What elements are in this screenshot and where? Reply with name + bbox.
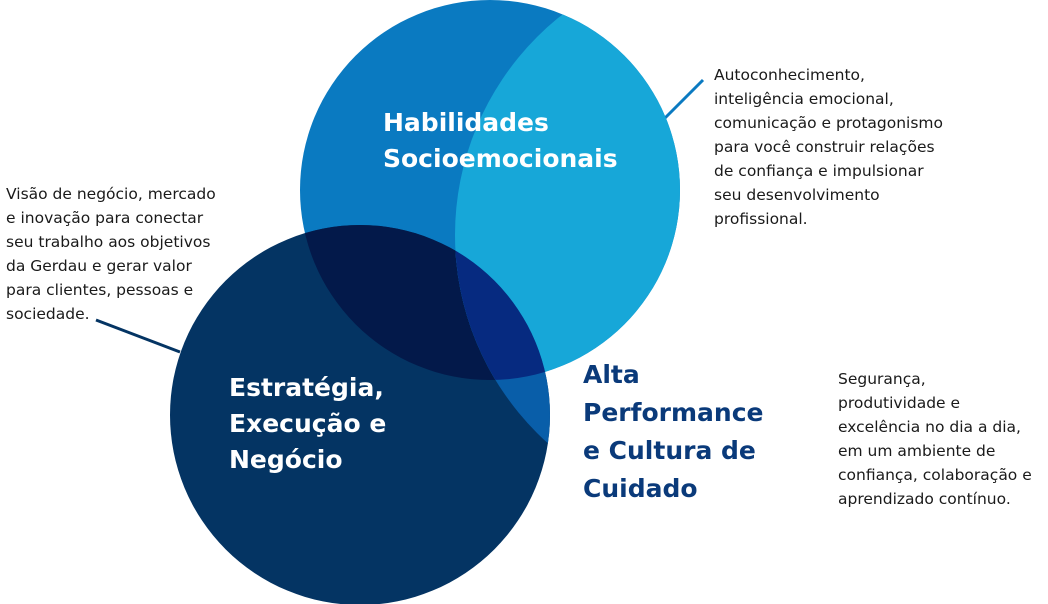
callout-line-left (95, 318, 181, 354)
label-socioemotional: Habilidades Socioemocionais (383, 108, 618, 173)
callout-line-top (663, 78, 705, 120)
description-strategy: Visão de negócio, mercado e inovação par… (6, 185, 216, 323)
label-high-performance: Alta Performance e Cultura de Cuidado (583, 360, 764, 503)
description-high-performance: Segurança, produtividade e excelência no… (838, 370, 1032, 508)
description-socioemotional: Autoconhecimento, inteligência emocional… (714, 66, 944, 228)
label-strategy: Estratégia, Execução e Negócio (229, 373, 387, 474)
overlap-top-bottom (300, 225, 550, 380)
